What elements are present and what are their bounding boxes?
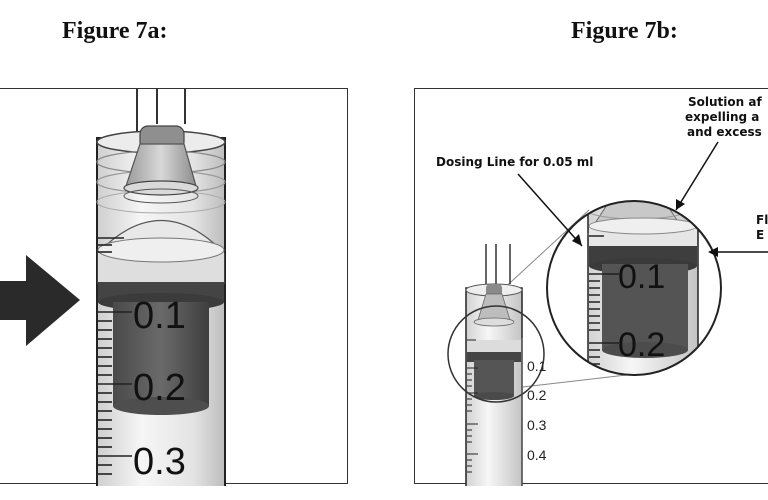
scale-label-0-3: 0.3 xyxy=(133,441,186,483)
small-scale-label-0-4: 0.4 xyxy=(527,447,547,463)
rubber-stopper xyxy=(98,282,224,415)
zoom-scale-label-0-1: 0.1 xyxy=(618,258,665,296)
figure-7b-title: Figure 7b: xyxy=(571,18,678,44)
callout-dosing-line: Dosing Line for 0.05 ml xyxy=(436,155,593,169)
pointer-arrow-icon xyxy=(0,255,80,346)
zoom-scale-label-0-2: 0.2 xyxy=(618,326,665,364)
syringe-hub xyxy=(123,125,199,204)
callout-flange-1: Fl xyxy=(756,213,768,227)
figure-7b-panel: 0.1 0.2 0.3 0.4 xyxy=(414,88,768,486)
scale-label-0-1: 0.1 xyxy=(133,295,186,337)
callout-solution-1: Solution af xyxy=(688,95,762,109)
small-magnifier-circle xyxy=(447,305,545,403)
flange-arrow-icon xyxy=(708,247,768,257)
barrel-gradations xyxy=(98,237,132,475)
callout-solution-2: expelling a xyxy=(685,110,759,124)
dosing-line-arrow-icon xyxy=(517,173,583,247)
small-scale-label-0-2: 0.2 xyxy=(527,387,547,403)
zoomed-detail: 0.1 0.2 xyxy=(546,200,722,376)
callout-solution-3: and excess xyxy=(687,125,762,139)
small-syringe xyxy=(465,244,523,486)
solution-band xyxy=(97,220,225,284)
figure-7b-illustration: 0.1 0.2 0.3 0.4 xyxy=(436,95,768,486)
figure-7a-title: Figure 7a: xyxy=(62,18,168,44)
small-scale-label-0-3: 0.3 xyxy=(527,417,547,433)
callout-flange-2: E xyxy=(756,228,764,242)
figure-7a-illustration: 0.1 0.2 0.3 xyxy=(0,88,226,486)
solution-arrow-icon xyxy=(675,141,719,211)
scale-label-0-2: 0.2 xyxy=(133,367,186,409)
figure-7b-frame xyxy=(414,88,768,484)
small-syringe-gradations xyxy=(467,339,478,473)
small-scale-label-0-1: 0.1 xyxy=(527,358,547,374)
figure-7a-panel: 0.1 0.2 0.3 xyxy=(0,88,350,486)
